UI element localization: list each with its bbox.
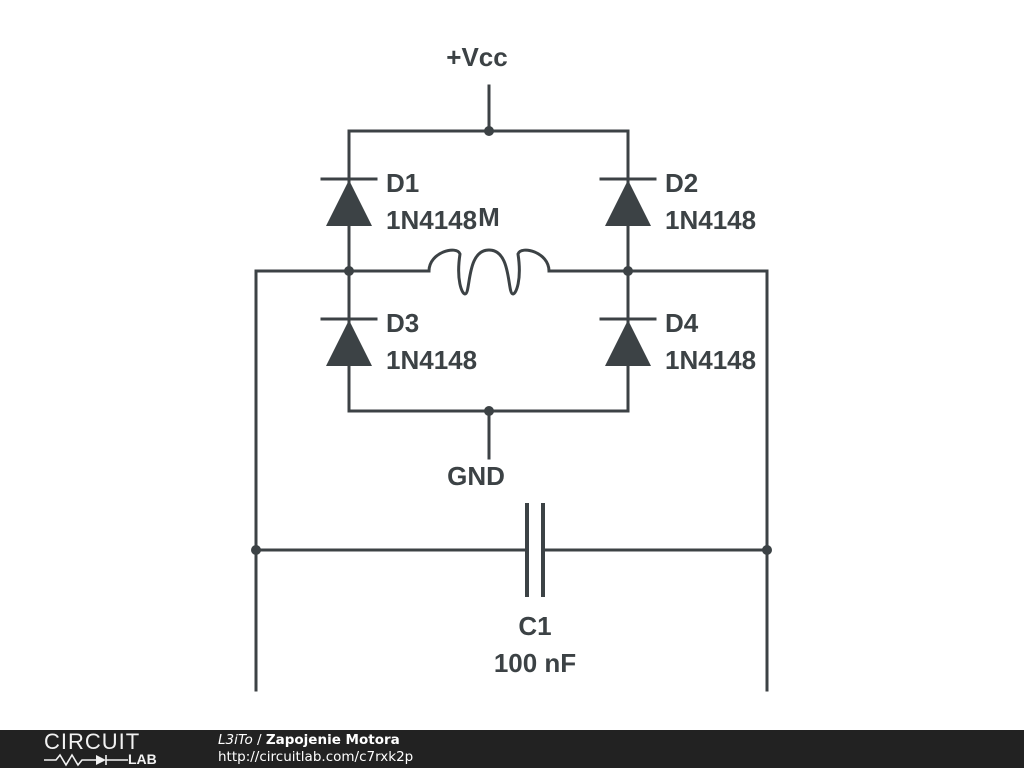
gnd-label: GND — [447, 461, 505, 491]
d4-ref-label: D4 — [665, 308, 699, 338]
resistor-diode-icon — [44, 753, 128, 767]
d2-value-label: 1N4148 — [665, 205, 756, 235]
title-separator: / — [252, 732, 266, 748]
d3-value-label: 1N4148 — [386, 345, 477, 375]
d1-ref-label: D1 — [386, 168, 419, 198]
circuitlab-logo[interactable]: CIRCUIT LAB — [44, 731, 176, 767]
d4-value-label: 1N4148 — [665, 345, 756, 375]
circuit-schematic: +Vcc GND D1 1N4148 D2 1N4148 D3 1N4148 D… — [251, 42, 772, 692]
diode-d2 — [599, 177, 657, 226]
d1-value-label: 1N4148 — [386, 205, 477, 235]
junction-dot — [484, 406, 494, 416]
c1-ref-label: C1 — [518, 611, 551, 641]
right-outer-wire — [547, 269, 769, 692]
junction-dot — [484, 126, 494, 136]
diode-d4 — [599, 317, 657, 366]
motor-coil — [427, 248, 551, 296]
motor-label: M — [478, 202, 500, 232]
junction-dot — [251, 545, 261, 555]
author-name[interactable]: L3iTo — [218, 732, 253, 748]
d2-ref-label: D2 — [665, 168, 698, 198]
diode-d1 — [320, 177, 378, 226]
circuit-title-line: L3iTo / Zapojenie Motora — [218, 732, 413, 749]
circuit-title[interactable]: Zapojenie Motora — [265, 732, 400, 748]
gnd-wire — [347, 409, 630, 460]
c1-value-label: 100 nF — [494, 648, 576, 678]
circuit-url[interactable]: http://circuitlab.com/c7rxk2p — [218, 749, 414, 765]
diode-d3 — [320, 317, 378, 366]
logo-text-circuit: CIRCUIT — [44, 729, 141, 754]
vcc-wire — [347, 84, 630, 133]
junction-dot — [623, 266, 633, 276]
d3-ref-label: D3 — [386, 308, 419, 338]
vcc-label: +Vcc — [446, 42, 507, 72]
circuit-info: L3iTo / Zapojenie Motora http://circuitl… — [218, 732, 413, 766]
footer-bar: CIRCUIT LAB L3iTo / Zapojenie Motora htt… — [0, 730, 1024, 768]
junction-dot — [344, 266, 354, 276]
junction-dot — [762, 545, 772, 555]
capacitor-c1 — [525, 503, 545, 597]
logo-text-lab: LAB — [128, 751, 157, 767]
